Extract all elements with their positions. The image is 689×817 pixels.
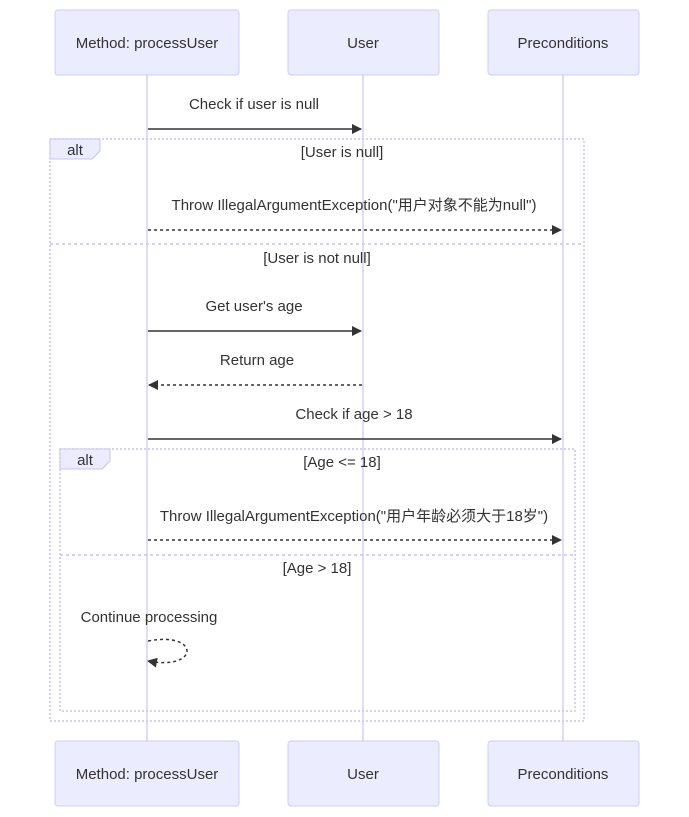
message-return-age: Return age [148, 352, 362, 390]
alt-condition: [Age > 18] [283, 560, 352, 577]
alt-frame-inner: alt [Age <= 18] [Age > 18] [59, 448, 576, 712]
actor-label: Method: processUser [76, 35, 219, 52]
alt-frame-label: alt [67, 142, 84, 159]
message-label: Throw IllegalArgumentException("用户对象不能为n… [172, 197, 537, 214]
alt-frame-outer: alt [User is null] [User is not null] [49, 138, 585, 722]
message-label: Continue processing [81, 609, 218, 626]
self-message-arrow [147, 638, 188, 668]
actor-label: Method: processUser [76, 766, 219, 783]
actor-label: Preconditions [518, 35, 609, 52]
message-check-user-null: Check if user is null [148, 96, 362, 134]
actor-label: User [347, 35, 379, 52]
message-label: Check if user is null [189, 96, 319, 113]
alt-condition: [User is null] [301, 144, 384, 161]
actor-top-preconditions[interactable]: Preconditions [487, 9, 640, 76]
alt-condition: [Age <= 18] [303, 454, 381, 471]
actor-bottom-preconditions[interactable]: Preconditions [487, 740, 640, 807]
message-throw-age: Throw IllegalArgumentException("用户年龄必须大于… [148, 508, 562, 545]
message-check-age: Check if age > 18 [148, 406, 562, 444]
message-label: Throw IllegalArgumentException("用户年龄必须大于… [160, 508, 548, 525]
alt-frame-tab [49, 138, 101, 160]
actor-top-method[interactable]: Method: processUser [54, 9, 240, 76]
message-get-age: Get user's age [148, 298, 362, 336]
message-continue-processing: Continue processing [81, 609, 218, 668]
alt-condition: [User is not null] [263, 250, 371, 267]
alt-frame-label: alt [77, 452, 94, 469]
actor-label: User [347, 766, 379, 783]
message-throw-null: Throw IllegalArgumentException("用户对象不能为n… [148, 197, 562, 235]
alt-frame-tab [59, 448, 111, 470]
actor-bottom-user[interactable]: User [287, 740, 440, 807]
message-label: Get user's age [205, 298, 302, 315]
actor-label: Preconditions [518, 766, 609, 783]
actor-bottom-method[interactable]: Method: processUser [54, 740, 240, 807]
message-label: Check if age > 18 [295, 406, 412, 423]
actor-top-user[interactable]: User [287, 9, 440, 76]
message-label: Return age [220, 352, 294, 369]
